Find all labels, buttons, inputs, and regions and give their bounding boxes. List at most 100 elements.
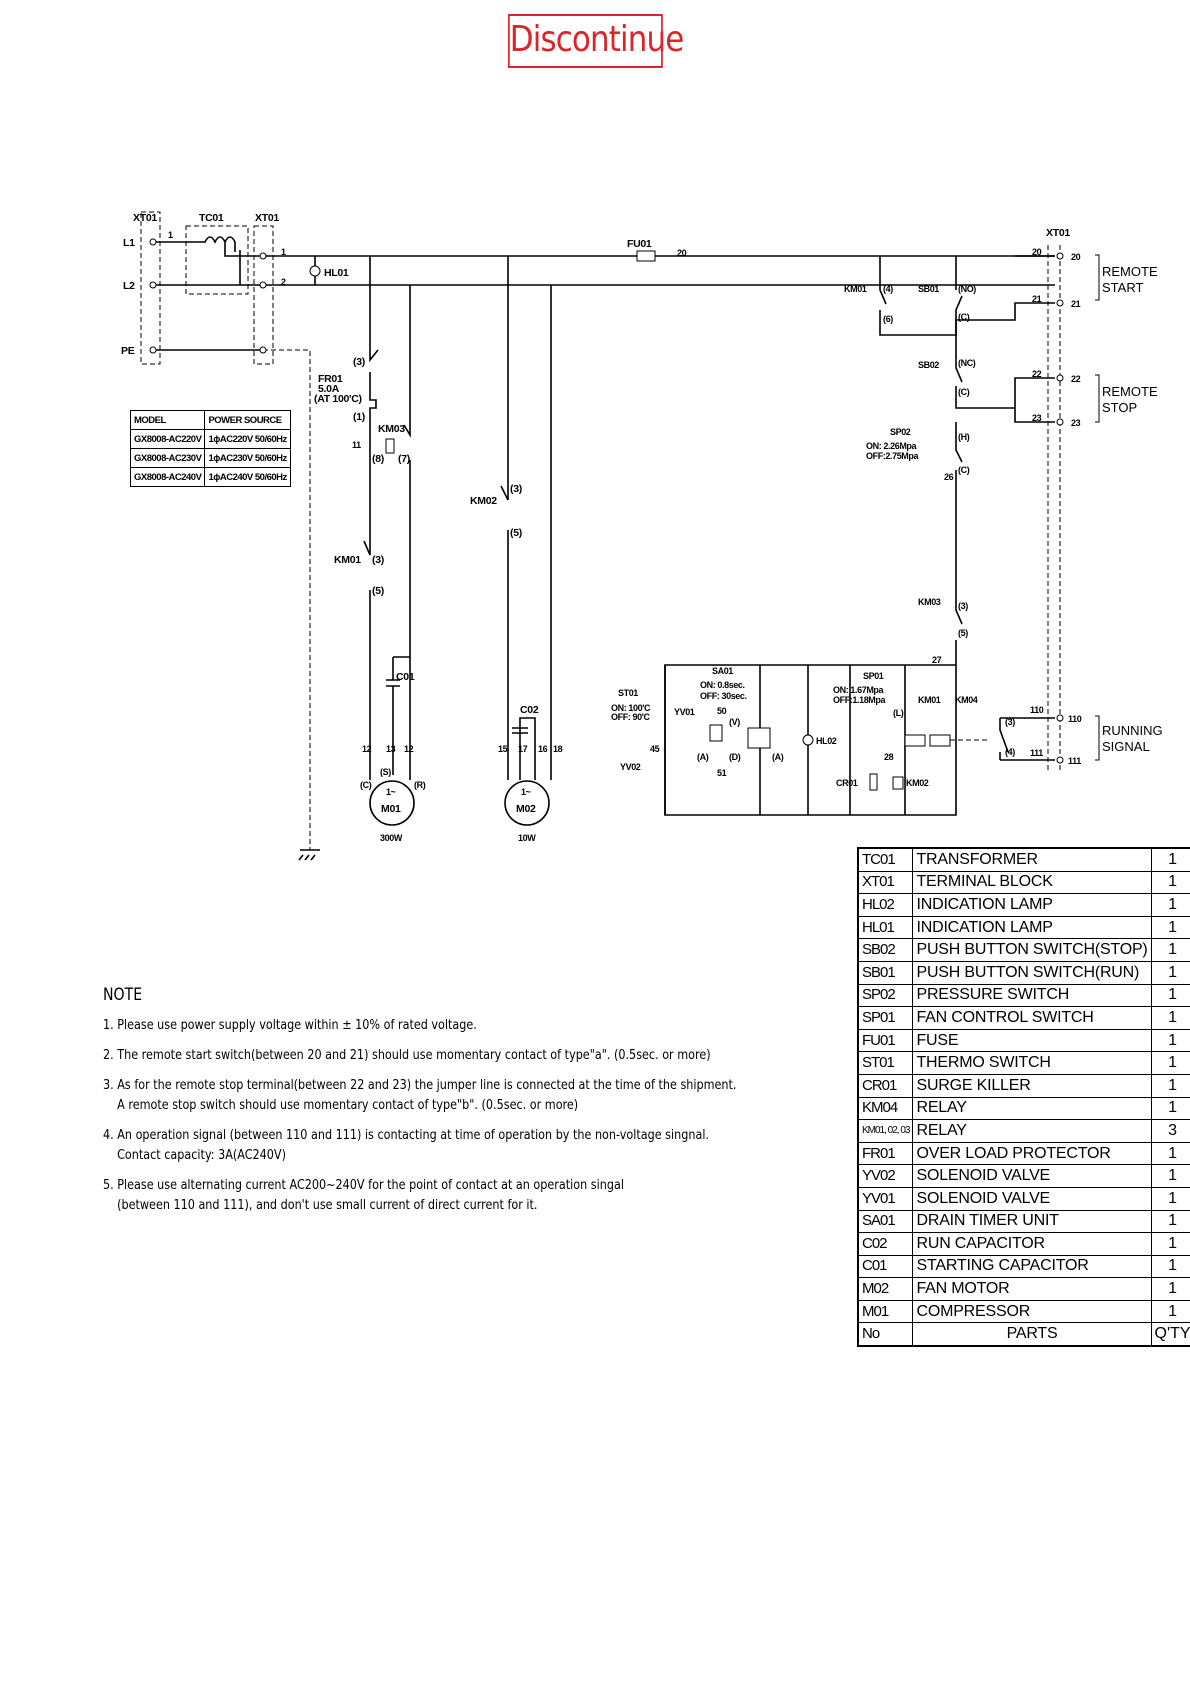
label-remote-stop: REMOTE	[1102, 384, 1158, 399]
pin-label: (5)	[510, 527, 522, 539]
terminal-block-xt01-mid	[253, 225, 274, 365]
part-name: INDICATION LAMP	[912, 893, 1152, 917]
compressor-wire-2	[403, 285, 411, 780]
motor-phase: 1~	[521, 787, 531, 797]
pin-label: (5)	[372, 585, 384, 597]
part-no: KM01, 02, 03	[857, 1119, 914, 1143]
note-item: 5. Please use alternating current AC200~…	[103, 1175, 833, 1215]
pin-label: (7)	[398, 453, 410, 465]
pin-label: (NO)	[958, 284, 976, 294]
label-running-signal-2: SIGNAL	[1102, 739, 1150, 754]
part-qty: 1	[1150, 1254, 1190, 1279]
wire-number: 1	[281, 247, 286, 257]
note-line: A remote stop switch should use momentar…	[117, 1097, 579, 1113]
pin-label: (3)	[353, 356, 365, 368]
pin-label: (4)	[883, 284, 893, 294]
pin-label: (NC)	[958, 358, 976, 368]
st01-on: ON: 100'C	[611, 703, 651, 713]
label-sa01: SA01	[712, 666, 733, 676]
label-xt01-mid: XT01	[255, 212, 279, 224]
transformer-tc01-box	[185, 225, 249, 295]
part-qty: 1	[1150, 870, 1190, 895]
surge-killer-cr01	[869, 773, 878, 791]
pin-label: (H)	[958, 432, 970, 442]
part-no: C02	[857, 1232, 914, 1256]
wire-number: 22	[1032, 369, 1042, 379]
wire-number: 17	[518, 744, 528, 754]
pin-label: (3)	[372, 554, 384, 566]
label-km01-c: KM01	[918, 695, 941, 705]
label-pe: PE	[121, 345, 135, 357]
part-name: FAN MOTOR	[912, 1277, 1152, 1301]
compressor-wire-1	[363, 256, 379, 780]
relay-km01-coil	[904, 734, 926, 747]
wire-number: 13	[386, 744, 396, 754]
part-name: FAN CONTROL SWITCH	[912, 1006, 1152, 1030]
label-km02-b: KM02	[906, 778, 929, 788]
capacitor-c02-icon	[512, 717, 536, 780]
sp01-off: OFF:1.18Mpa	[833, 695, 887, 705]
part-name: RELAY	[912, 1096, 1152, 1121]
power-cell: 1ϕAC230V 50/60Hz	[204, 448, 291, 468]
label-remote-stop-2: STOP	[1102, 400, 1137, 415]
part-no: SB02	[857, 938, 914, 962]
model-header: MODEL	[129, 410, 206, 430]
part-no: SP01	[857, 1006, 914, 1030]
part-no: C01	[857, 1254, 914, 1279]
lamp-hl01-icon	[309, 265, 321, 277]
pin-label: (C)	[360, 780, 372, 790]
bracket-icons	[1095, 254, 1100, 761]
part-no: HL02	[857, 893, 914, 917]
label-hl02: HL02	[816, 736, 837, 746]
sp02-off: OFF:2.75Mpa	[866, 451, 920, 461]
part-qty: 1	[1150, 1006, 1190, 1030]
part-qty: 1	[1150, 983, 1190, 1008]
pin-label-a: (A)	[697, 752, 709, 762]
part-qty: 1	[1150, 1299, 1190, 1324]
part-qty: 1	[1150, 847, 1190, 872]
part-name: PUSH BUTTON SWITCH(RUN)	[912, 960, 1152, 985]
terminal-20: 20	[1071, 252, 1081, 262]
stop-circuit-wire	[955, 335, 1055, 423]
note-item: 4. An operation signal (between 110 and …	[103, 1125, 833, 1165]
relay-km02-coil	[892, 776, 904, 790]
wire-number: 20	[1032, 247, 1042, 257]
note-line: 4. An operation signal (between 110 and …	[103, 1127, 709, 1143]
part-name: SURGE KILLER	[912, 1073, 1152, 1098]
part-name: OVER LOAD PROTECTOR	[912, 1141, 1152, 1166]
part-name: INDICATION LAMP	[912, 915, 1152, 940]
label-sp02: SP02	[890, 427, 911, 437]
part-qty: 1	[1150, 915, 1190, 940]
start-circuit-wire	[879, 255, 1055, 336]
part-no: KM04	[857, 1096, 914, 1121]
pin-label: (6)	[883, 314, 893, 324]
parts-footer: No PARTS Q'TY	[857, 1322, 1190, 1347]
pin-label-a-2: (A)	[772, 752, 784, 762]
control-circuit-wire	[664, 422, 963, 816]
motor-m01-icon	[369, 780, 415, 826]
part-qty: 1	[1150, 1141, 1190, 1166]
sp01-on: ON: 1.67Mpa	[833, 685, 885, 695]
terminal-23: 23	[1071, 418, 1081, 428]
wire-number: 111	[1030, 748, 1043, 758]
part-qty: 1	[1150, 938, 1190, 962]
wire-number: 110	[1030, 705, 1044, 715]
note-line: (between 110 and 111), and don't use sma…	[117, 1197, 538, 1213]
part-qty: 1	[1150, 1277, 1190, 1301]
wire-number: 27	[932, 655, 942, 665]
pin-label-d: (D)	[729, 752, 741, 762]
label-running-signal: RUNNING	[1102, 723, 1163, 738]
model-cell: GX8008-AC230V	[129, 448, 206, 468]
ground-line	[263, 349, 311, 850]
part-qty: 1	[1150, 1232, 1190, 1256]
